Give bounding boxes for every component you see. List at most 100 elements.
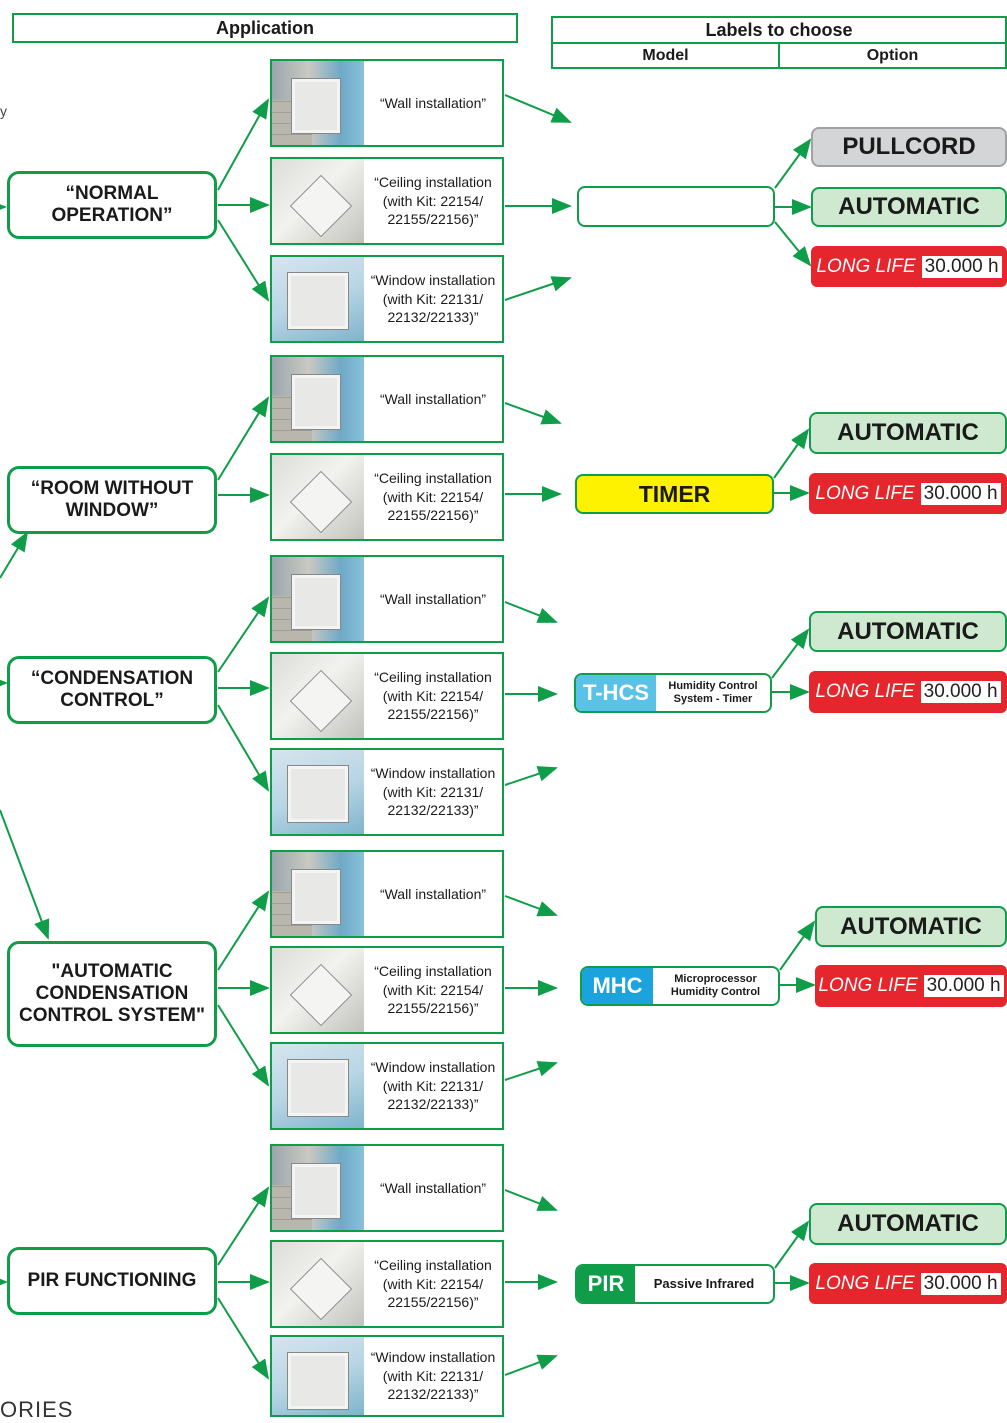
arrow (504, 1189, 558, 1211)
arrow (0, 809, 50, 940)
installation-wall: “Wall installation” (270, 1144, 504, 1232)
arrow (504, 601, 558, 623)
installation-window: “Window installation (with Kit: 22131/ 2… (270, 255, 504, 343)
model-label-mhc: MHC Microprocessor Humidity Control (580, 966, 780, 1006)
application-header: Application (12, 13, 518, 43)
arrow (774, 1220, 810, 1269)
installation-label: “Ceiling installation (with Kit: 22154/ … (374, 962, 492, 1017)
arrow (771, 628, 810, 679)
text-fragment: ORIES (0, 1397, 74, 1422)
option-automatic: AUTOMATIC (815, 906, 1007, 947)
model-description: Humidity Control System - Timer (668, 680, 758, 705)
arrow (504, 895, 558, 917)
arrow (217, 98, 269, 191)
long-life-hours: 30.000 h (920, 1272, 1001, 1295)
installation-ceiling: “Ceiling installation (with Kit: 22154/ … (270, 453, 504, 541)
wall-fan-photo (272, 61, 364, 145)
model-label-blank (577, 186, 775, 227)
long-life-hours: 30.000 h (920, 482, 1001, 505)
installation-label: “Ceiling installation (with Kit: 22154/ … (374, 469, 492, 524)
model-label-pir: PIR Passive Infrared (575, 1264, 775, 1304)
model-code: TIMER (638, 480, 711, 507)
model-code: PIR (577, 1266, 635, 1302)
installation-wall: “Wall installation” (270, 555, 504, 643)
option-pullcord: PULLCORD (811, 127, 1007, 167)
wall-fan-photo (272, 357, 364, 441)
arrow (217, 596, 270, 673)
option-automatic: AUTOMATIC (809, 1203, 1007, 1245)
application-automatic-condensation-control-system: "AUTOMATIC CONDENSATION CONTROL SYSTEM" (7, 941, 217, 1047)
window-fan-photo (272, 1044, 364, 1128)
option-automatic: AUTOMATIC (809, 611, 1007, 652)
long-life-hours: 30.000 h (923, 975, 1004, 997)
application-pir-functioning: PIR FUNCTIONING (7, 1247, 217, 1315)
installation-label: “Wall installation” (379, 390, 487, 407)
arrow (217, 1186, 270, 1266)
option-header: Option (778, 42, 1007, 69)
ceiling-fan-photo (272, 159, 364, 243)
long-life-label: LONG LIFE (816, 255, 916, 277)
arrow (504, 276, 572, 301)
arrow (504, 1061, 558, 1081)
installation-window: “Window installation (with Kit: 22131/ 2… (270, 748, 504, 836)
arrow (779, 920, 816, 971)
installation-window: “Window installation (with Kit: 22131/ 2… (270, 1042, 504, 1130)
installation-window: “Window installation (with Kit: 22131/ 2… (270, 1335, 504, 1417)
ceiling-fan-photo (272, 948, 364, 1032)
model-code: MHC (582, 968, 653, 1004)
arrow (217, 890, 270, 971)
application-condensation-control: “CONDENSATION CONTROL” (7, 656, 217, 724)
application-normal-operation: “NORMAL OPERATION” (7, 171, 217, 239)
installation-label: “Wall installation” (379, 1179, 487, 1196)
installation-ceiling: “Ceiling installation (with Kit: 22154/ … (270, 652, 504, 740)
installation-wall: “Wall installation” (270, 355, 504, 443)
arrow (774, 221, 812, 267)
installation-label: “Ceiling installation (with Kit: 22154/ … (374, 668, 492, 723)
installation-label: “Window installation (with Kit: 22131/ 2… (370, 271, 496, 326)
installation-label: “Wall installation” (379, 885, 487, 902)
arrow (217, 1004, 270, 1087)
long-life-label: LONG LIFE (815, 681, 915, 702)
arrow (504, 1354, 558, 1376)
window-fan-photo (272, 1337, 364, 1415)
arrow (0, 531, 29, 579)
installation-label: “Ceiling installation (with Kit: 22154/ … (374, 173, 492, 228)
ceiling-fan-photo (272, 1242, 364, 1326)
installation-ceiling: “Ceiling installation (with Kit: 22154/ … (270, 1240, 504, 1328)
installation-label: “Window installation (with Kit: 22131/ 2… (370, 1058, 496, 1113)
model-description: Microprocessor Humidity Control (670, 973, 761, 998)
option-automatic: AUTOMATIC (811, 187, 1007, 227)
arrow (504, 402, 562, 425)
model-header: Model (551, 42, 780, 69)
arrow (504, 766, 558, 786)
long-life-hours: 30.000 h (920, 681, 1001, 703)
arrow (217, 704, 270, 792)
installation-label: “Wall installation” (379, 94, 487, 111)
arrow (217, 1297, 270, 1380)
model-code: T-HCS (576, 675, 656, 711)
labels-header: Labels to choose (551, 16, 1007, 44)
installation-label: “Window installation (with Kit: 22131/ 2… (370, 764, 496, 819)
installation-label: “Wall installation” (379, 590, 487, 607)
long-life-hours: 30.000 h (921, 255, 1002, 278)
wall-fan-photo (272, 1146, 364, 1230)
arrow (217, 396, 270, 481)
installation-label: “Ceiling installation (with Kit: 22154/ … (374, 1256, 492, 1311)
arrow (774, 138, 812, 189)
installation-label: “Window installation (with Kit: 22131/ 2… (370, 1348, 496, 1403)
arrow (504, 94, 572, 123)
application-room-without-window: “ROOM WITHOUT WINDOW” (7, 466, 217, 534)
model-label-timer: TIMER (575, 474, 774, 514)
window-fan-photo (272, 257, 364, 341)
ceiling-fan-photo (272, 455, 364, 539)
long-life-label: LONG LIFE (815, 1272, 915, 1294)
option-automatic: AUTOMATIC (809, 412, 1007, 454)
installation-ceiling: “Ceiling installation (with Kit: 22154/ … (270, 157, 504, 245)
wall-fan-photo (272, 557, 364, 641)
